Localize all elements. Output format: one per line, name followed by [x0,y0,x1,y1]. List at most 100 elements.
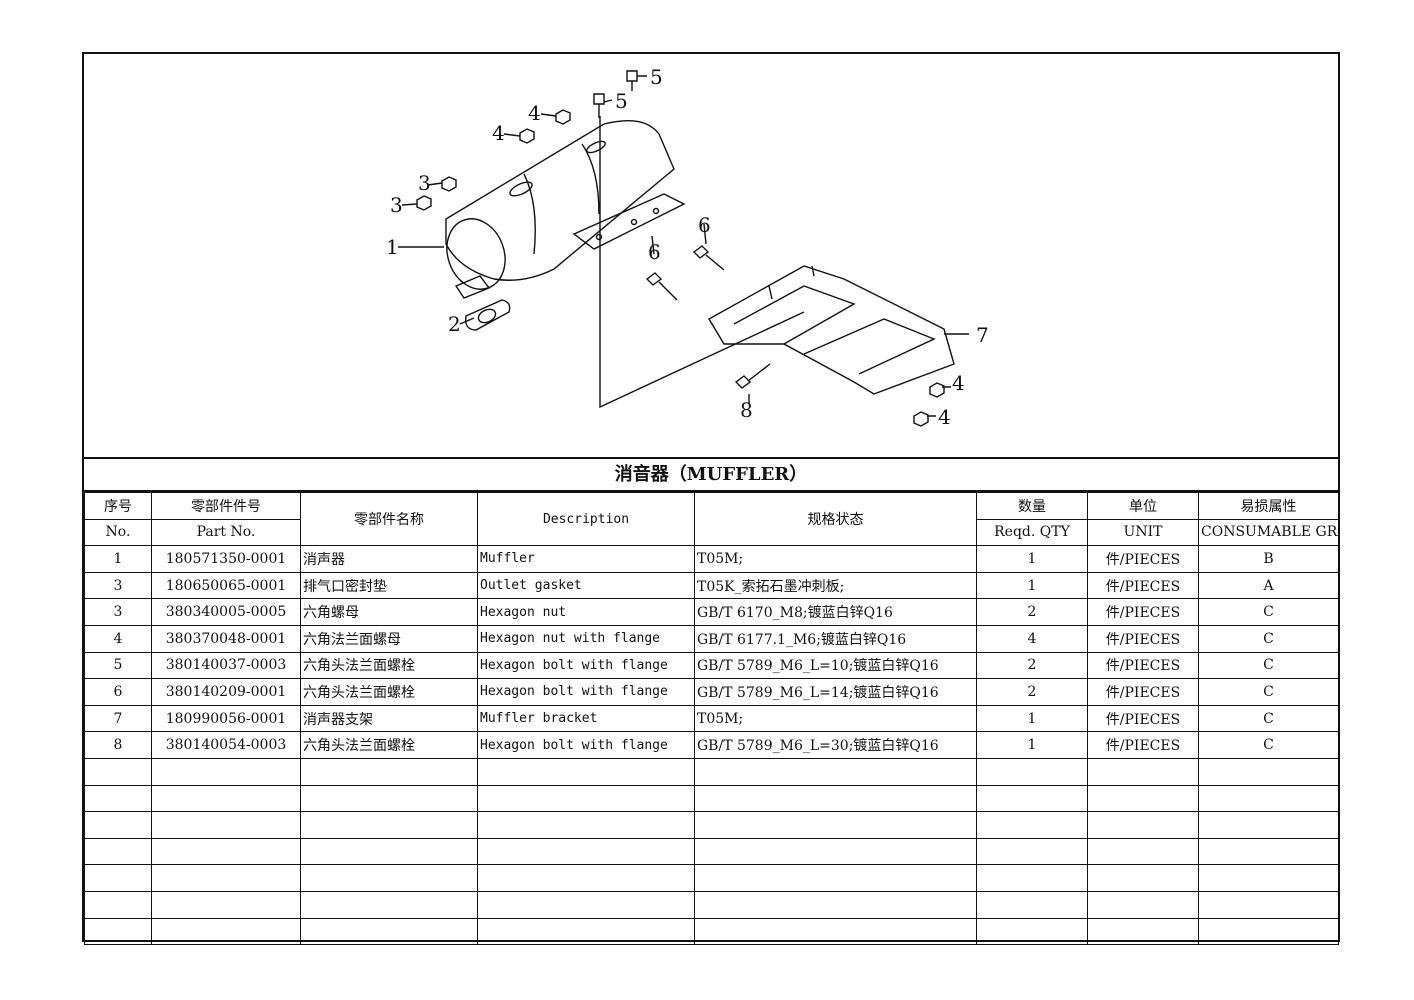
nut-4-bottom-a [929,382,945,398]
callout-3a: 3 [390,193,403,217]
bracket-rib-1 [733,285,856,345]
empty-cell [1198,837,1339,866]
empty-cell [300,811,478,839]
empty-cell [151,811,301,839]
cell-no: 8 [84,731,152,759]
empty-cell [300,757,478,786]
empty-cell [976,917,1088,946]
cell-grade: A [1198,571,1339,600]
cell-no: 1 [84,545,152,573]
empty-cell [1087,864,1199,892]
cell-desc: Hexagon bolt with flange [477,678,695,706]
cell-name: 六角头法兰面螺栓 [300,731,478,759]
empty-row [84,837,1339,866]
cell-spec: GB/T 5789_M6_L=10;镀蓝白锌Q16 [694,651,977,680]
empty-cell [1198,811,1339,839]
cell-qty: 2 [976,598,1088,626]
cell-grade: C [1198,624,1339,653]
cell-name: 排气口密封垫 [300,571,478,600]
bolt-5-b [626,70,638,91]
cell-qty: 4 [976,624,1088,653]
header-unit-en: UNIT [1087,518,1199,547]
header-qty-cn: 数量 [976,492,1088,520]
cell-part: 380140209-0001 [151,678,301,706]
header-row-cn: 序号 零部件件号 零部件名称 Description 规格状态 数量 单位 易损… [84,491,1339,547]
cell-part: 180650065-0001 [151,571,301,600]
exploded-view-svg: 1 2 3 3 4 4 4 4 5 5 6 6 7 8 [386,65,989,429]
header-grade-cn: 易损属性 [1198,492,1339,520]
cell-part: 380340005-0005 [151,598,301,626]
callout-5b: 5 [650,65,663,89]
empty-cell [976,837,1088,866]
header-spec-cn: 规格状态 [694,491,977,547]
cell-part: 380140037-0003 [151,651,301,680]
muffler-mount-plate [572,193,686,250]
empty-row [84,890,1339,919]
muffler-band-1 [523,173,536,255]
muffler-slot-1 [509,181,533,197]
cell-spec: GB/T 6170_M8;镀蓝白锌Q16 [694,598,977,626]
empty-cell [976,757,1088,786]
empty-row [84,784,1339,813]
cell-unit: 件/PIECES [1087,545,1199,573]
cell-unit: 件/PIECES [1087,598,1199,626]
cell-unit: 件/PIECES [1087,704,1199,733]
callout-5a: 5 [615,89,628,113]
empty-cell [1087,890,1199,919]
muffler-body [445,120,675,281]
empty-cell [151,757,301,786]
header-no-cn: 序号 [84,492,152,520]
gasket-hole [477,308,497,324]
cell-spec: T05M; [694,704,977,733]
empty-cell [1087,784,1199,813]
empty-cell [1087,837,1199,866]
header-part-en: Part No. [151,518,301,547]
nut-3-upper [441,176,457,192]
nut-4-top-a [555,109,571,125]
empty-cell [151,890,301,919]
bolt-5-a [593,93,605,118]
nut-4-top-b [519,128,535,144]
cell-desc: Hexagon bolt with flange [477,651,695,680]
empty-cell [84,784,152,813]
header-part-cn: 零部件件号 [151,492,301,520]
empty-cell [694,917,977,946]
empty-cell [1087,811,1199,839]
empty-cell [1198,757,1339,786]
drawing-frame: 1 2 3 3 4 4 4 4 5 5 6 6 7 8 消音器（MUFFLER）… [82,52,1340,946]
empty-cell [976,811,1088,839]
cell-grade: C [1198,678,1339,706]
empty-row [84,757,1339,786]
cell-grade: B [1198,545,1339,573]
section-title: 消音器（MUFFLER） [84,459,1338,492]
bolt-6-a [645,272,678,301]
cell-name: 六角头法兰面螺栓 [300,678,478,706]
exploded-diagram: 1 2 3 3 4 4 4 4 5 5 6 6 7 8 [84,54,1338,459]
cell-qty: 1 [976,704,1088,733]
empty-cell [151,784,301,813]
header-description: Description [477,491,695,547]
cell-unit: 件/PIECES [1087,651,1199,680]
empty-row [84,811,1339,839]
muffler-outlet-flange [454,275,491,299]
empty-cell [84,837,152,866]
cell-unit: 件/PIECES [1087,571,1199,600]
empty-cell [976,784,1088,813]
empty-cell [84,890,152,919]
nut-4-bottom-b [913,411,929,427]
cell-unit: 件/PIECES [1087,678,1199,706]
cell-no: 3 [84,571,152,600]
empty-cell [1198,864,1339,892]
cell-no: 7 [84,704,152,733]
callout-2: 2 [448,312,461,336]
cell-grade: C [1198,731,1339,759]
empty-cell [477,917,695,946]
bracket-rib-2 [803,318,936,375]
callout-4b: 4 [528,101,541,125]
empty-cell [300,917,478,946]
cell-desc: Hexagon bolt with flange [477,731,695,759]
empty-cell [300,784,478,813]
empty-cell [694,811,977,839]
